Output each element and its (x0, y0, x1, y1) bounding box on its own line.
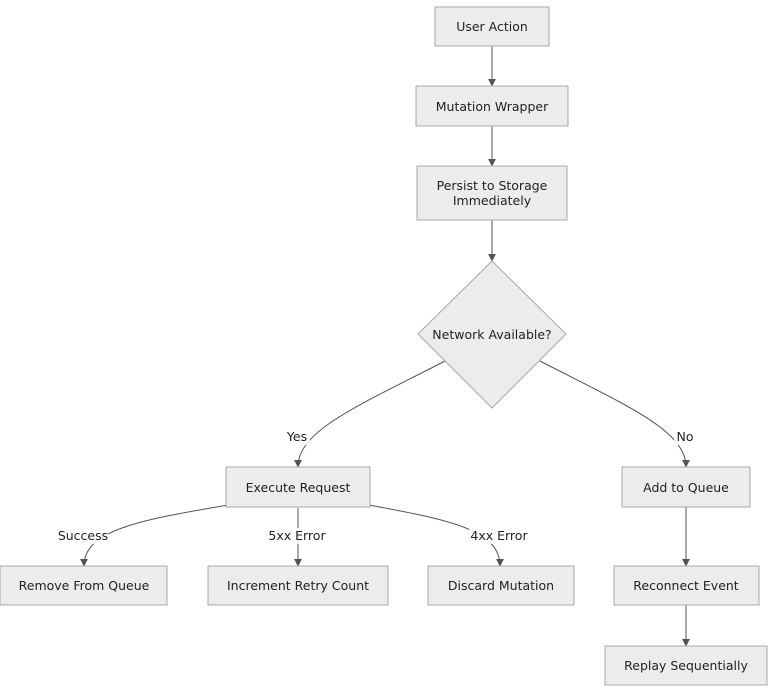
svg-text:User Action: User Action (456, 19, 528, 34)
svg-text:Success: Success (58, 528, 108, 543)
svg-text:Persist to Storage: Persist to Storage (437, 178, 548, 193)
edge-label-5xx-error: 5xx Error (267, 528, 327, 544)
svg-text:5xx Error: 5xx Error (268, 528, 326, 543)
edge-label-4xx-error: 4xx Error (469, 528, 529, 544)
svg-text:Reconnect Event: Reconnect Event (633, 578, 739, 593)
svg-text:Execute Request: Execute Request (246, 480, 351, 495)
edge-network-yes (294, 360, 446, 468)
node-reconnect-event: Reconnect Event (613, 565, 760, 606)
svg-text:Immediately: Immediately (453, 193, 532, 208)
node-user-action: User Action (434, 6, 550, 47)
svg-text:Replay Sequentially: Replay Sequentially (624, 658, 748, 673)
svg-text:4xx Error: 4xx Error (470, 528, 528, 543)
svg-text:Increment Retry Count: Increment Retry Count (227, 578, 369, 593)
svg-text:No: No (677, 429, 694, 444)
svg-text:Remove From Queue: Remove From Queue (19, 578, 150, 593)
edge-execute-success (80, 504, 229, 567)
svg-text:Discard Mutation: Discard Mutation (448, 578, 554, 593)
node-mutation-wrapper: Mutation Wrapper (415, 85, 569, 127)
edge-network-no (539, 360, 690, 468)
svg-text:Add to Queue: Add to Queue (643, 480, 729, 495)
edge-execute-4xx (368, 504, 504, 567)
svg-text:Mutation Wrapper: Mutation Wrapper (436, 99, 549, 114)
node-add-to-queue: Add to Queue (621, 466, 751, 508)
node-execute-request: Execute Request (225, 466, 371, 508)
node-network-available-decision: Network Available? (417, 260, 567, 409)
svg-text:Network Available?: Network Available? (432, 327, 551, 342)
node-persist-to-storage: Persist to Storage Immediately (416, 165, 568, 221)
edge-label-yes: Yes (284, 429, 310, 445)
node-replay-sequentially: Replay Sequentially (604, 645, 768, 686)
svg-text:Yes: Yes (286, 429, 307, 444)
node-discard-mutation: Discard Mutation (427, 565, 575, 606)
node-remove-from-queue: Remove From Queue (0, 565, 168, 606)
edge-label-no: No (674, 429, 698, 445)
edge-label-success: Success (58, 528, 108, 544)
node-increment-retry-count: Increment Retry Count (207, 565, 389, 606)
